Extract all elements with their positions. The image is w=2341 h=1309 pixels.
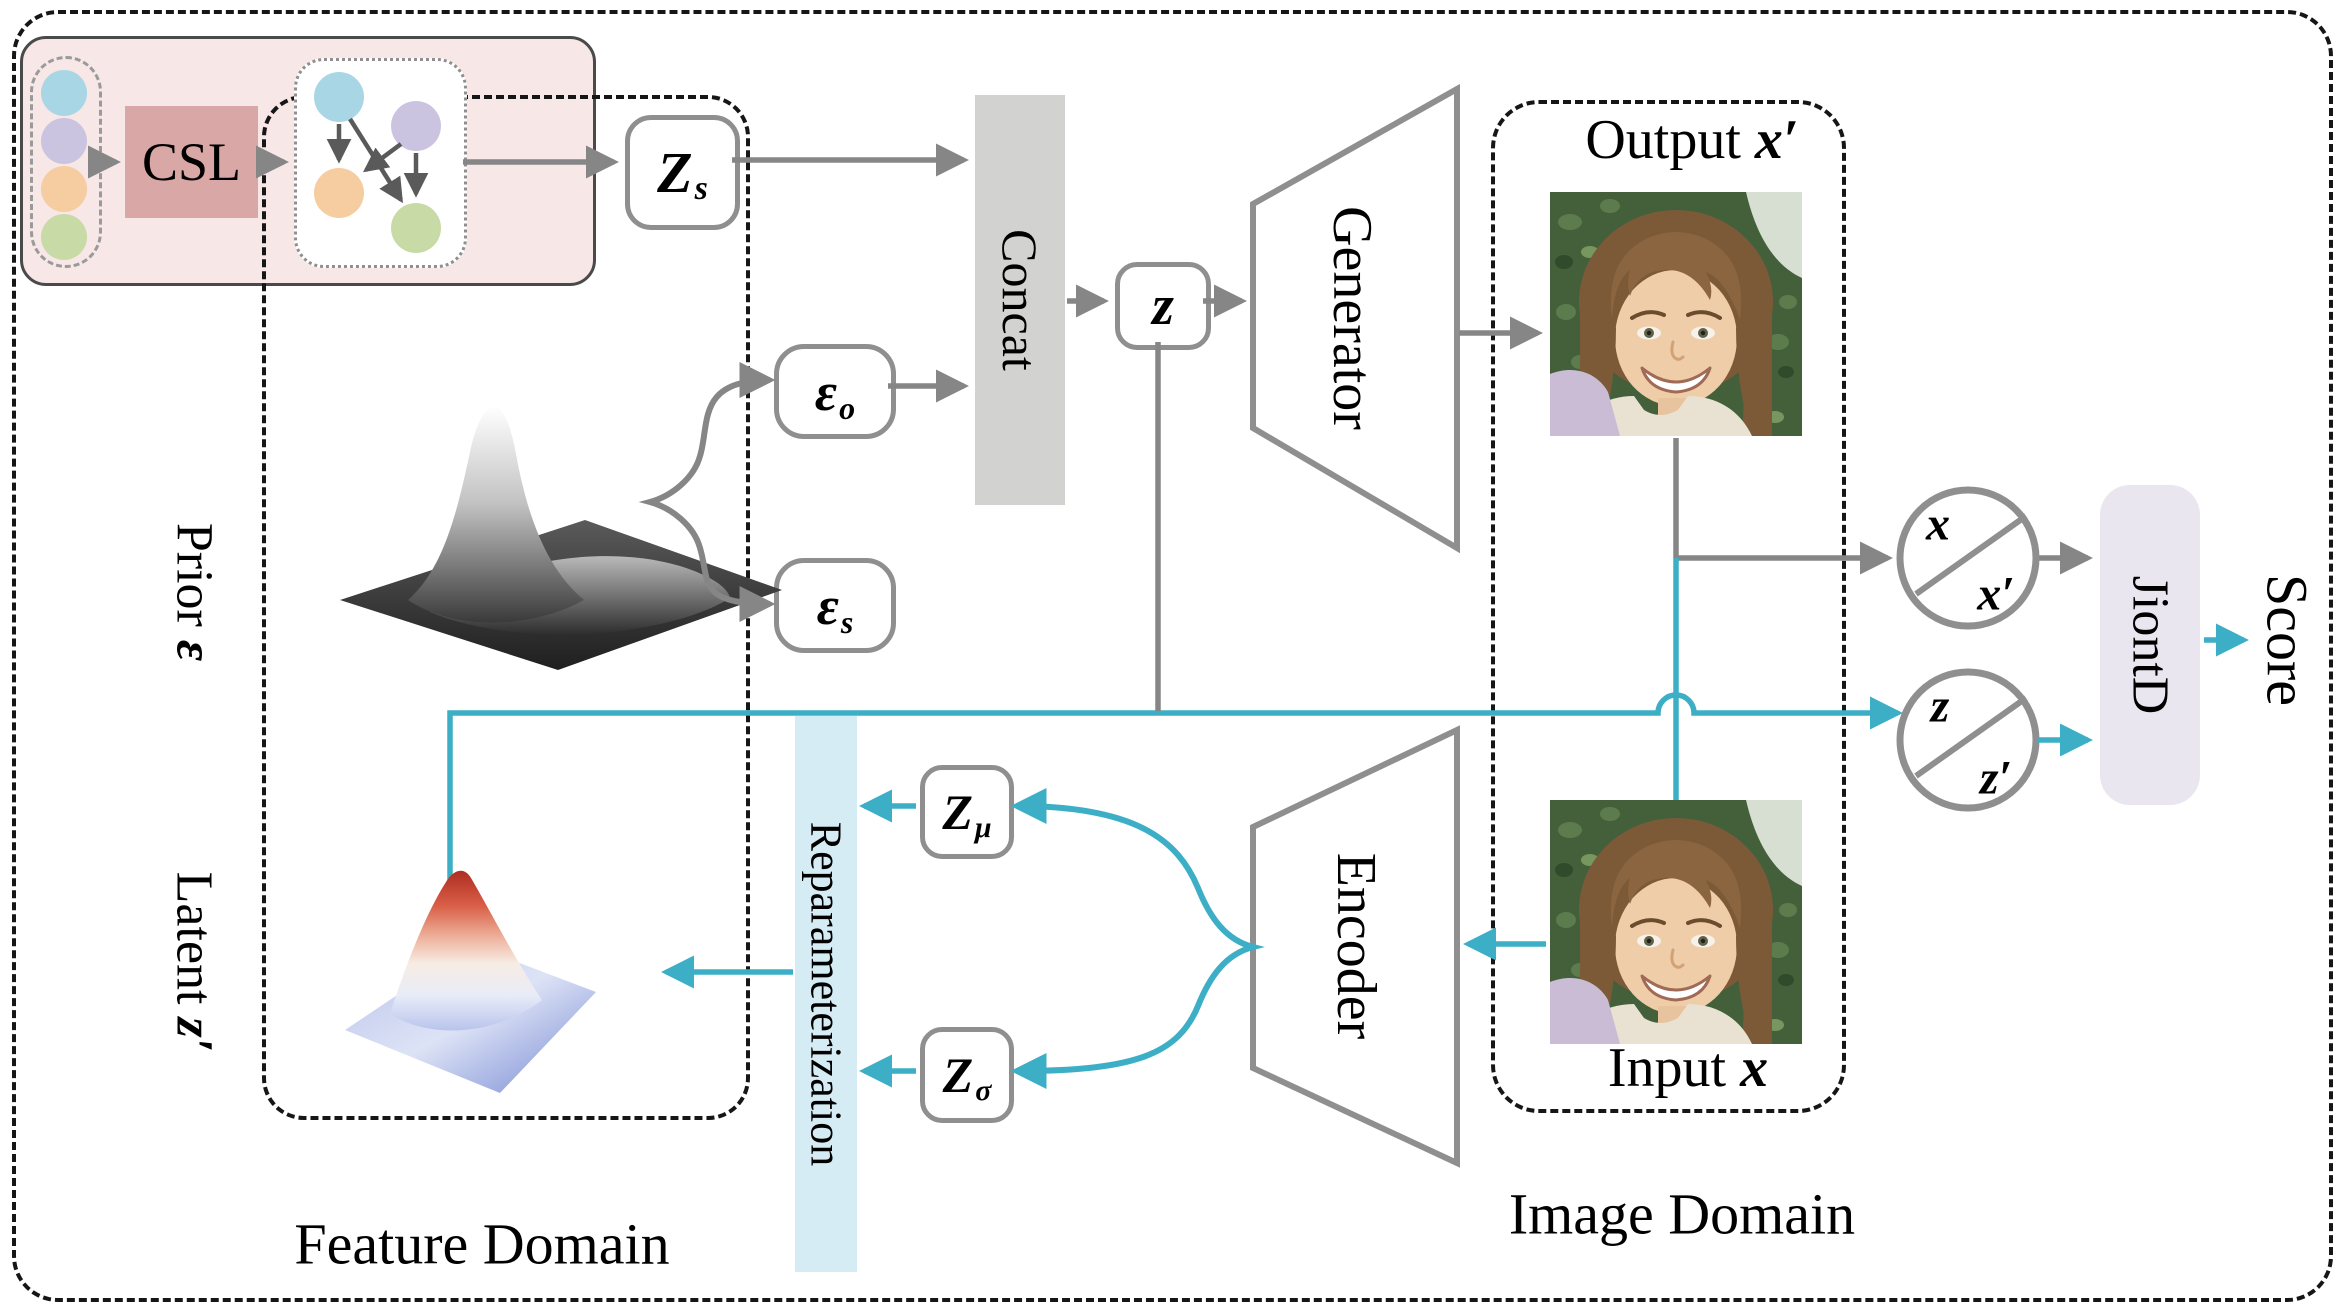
concat-bar <box>975 95 1065 505</box>
epsilon-o-box: ε o <box>774 344 896 439</box>
encoder-label: Encoder <box>1325 852 1387 1040</box>
input-caption: Input x <box>1607 1037 1769 1099</box>
feature-domain-label: Feature Domain <box>294 1211 670 1277</box>
generator-label: Generator <box>1321 206 1383 430</box>
zs-box: Z s <box>625 115 740 230</box>
causal-graph-box <box>294 58 467 268</box>
feature-vector-pill <box>30 56 102 268</box>
image-domain-border <box>1491 100 1846 1113</box>
z-box: z <box>1115 262 1211 350</box>
zcircle-bottom-letter: z′ <box>1979 751 2013 805</box>
reparameterization-label: Reparameterization <box>801 821 851 1167</box>
epsilon-s-box: ε s <box>774 558 896 653</box>
prior-epsilon-label: Prior ε <box>165 522 223 662</box>
xcircle-bottom-letter: x′ <box>1977 567 2015 621</box>
zcircle-top-letter: z <box>1930 679 1950 733</box>
z-sigma-box: Z σ <box>920 1027 1014 1123</box>
jointd-box <box>2100 485 2200 805</box>
score-label: Score <box>2254 573 2320 707</box>
concat-label: Concat <box>992 229 1048 371</box>
latent-zprime-label: Latent z′ <box>165 871 223 1053</box>
figure-outer-border <box>12 10 2333 1302</box>
z-mu-box: Z μ <box>920 765 1014 859</box>
output-caption: Output x′ <box>1585 109 1799 171</box>
jointd-label: JiontD <box>2121 575 2179 715</box>
xcircle-top-letter: x <box>1926 497 1950 551</box>
csl-box: CSL <box>125 106 258 218</box>
image-domain-label: Image Domain <box>1508 1181 1856 1247</box>
